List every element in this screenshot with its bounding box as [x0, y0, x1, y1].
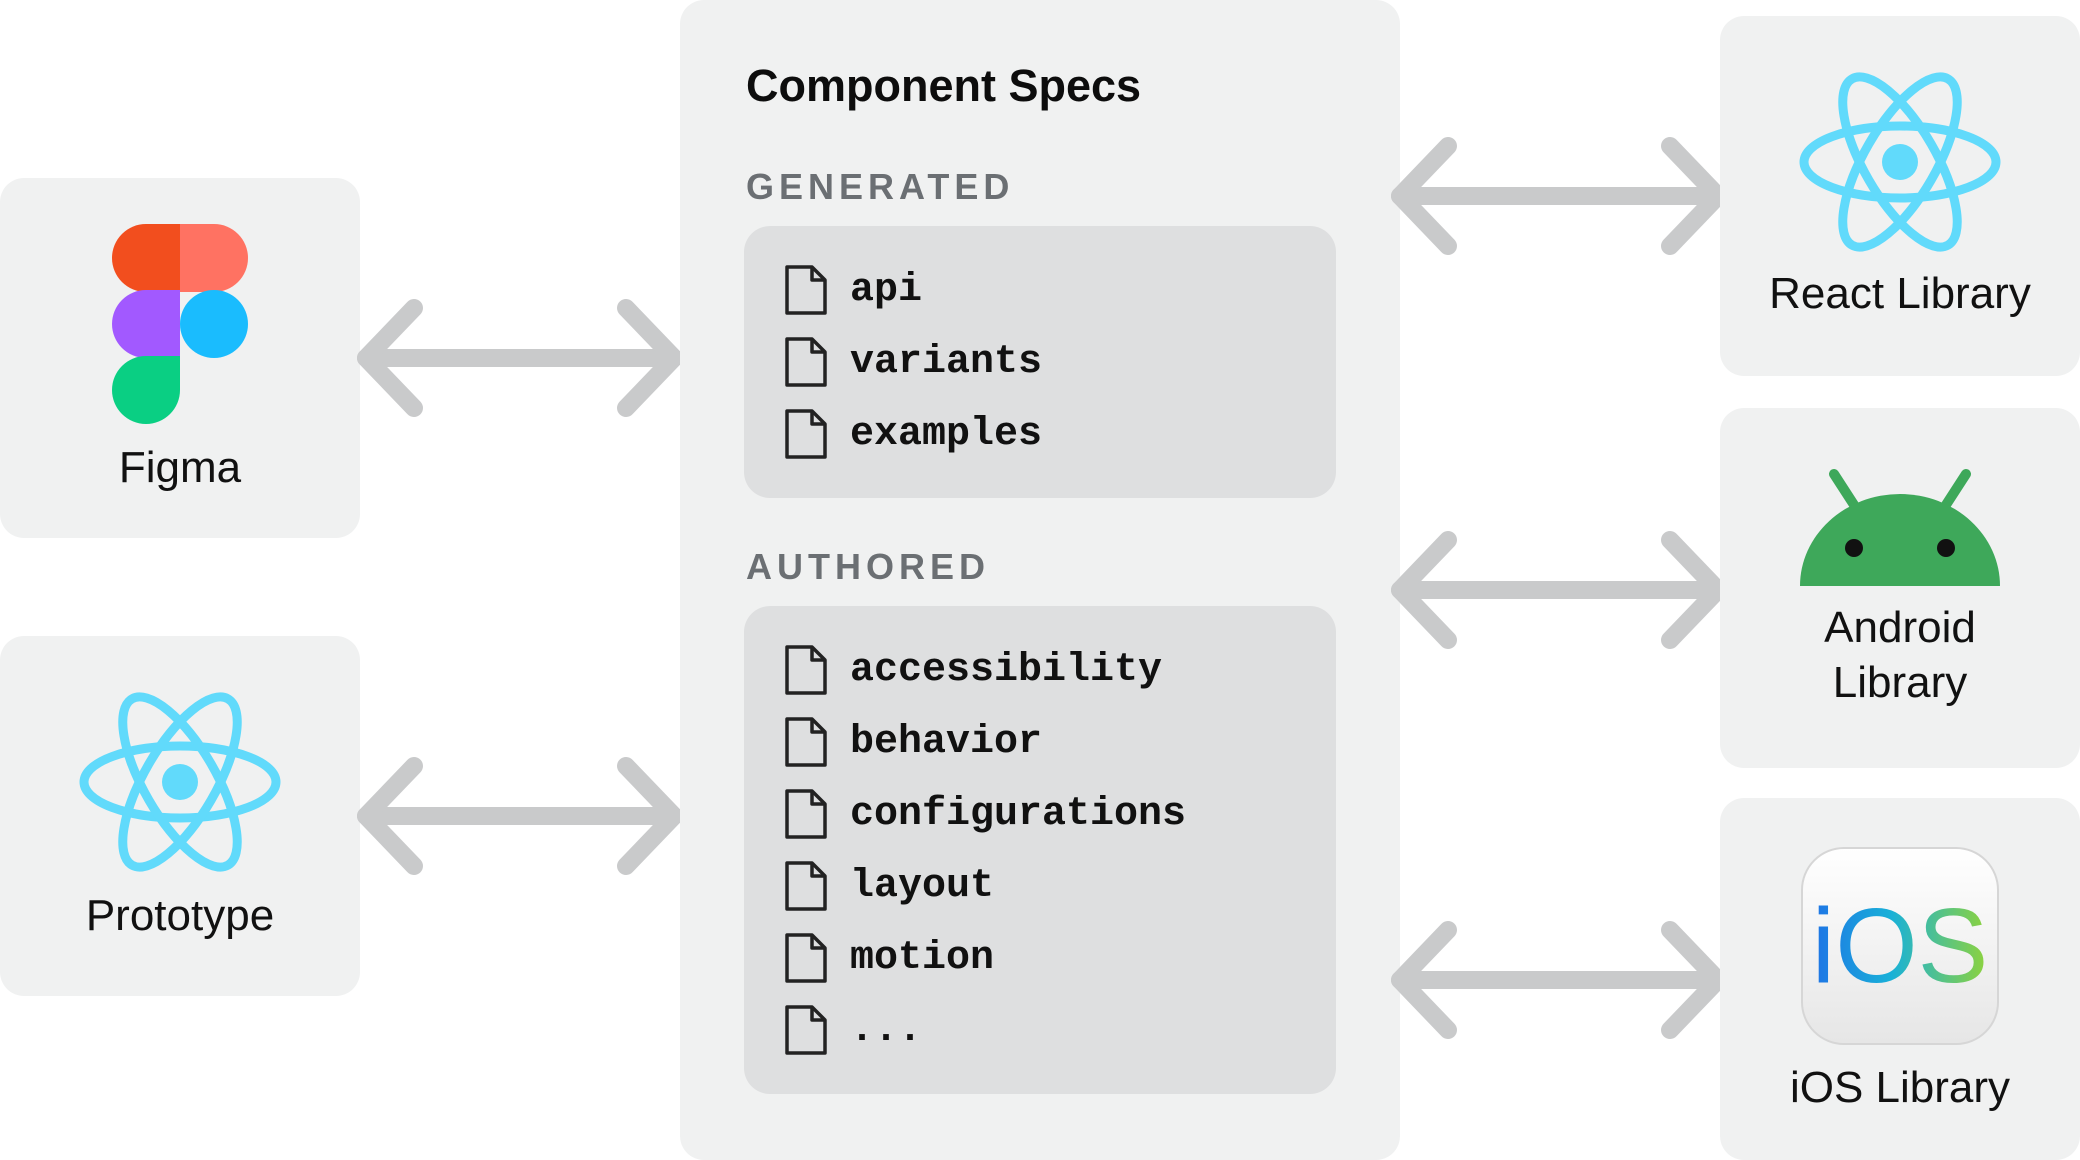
file-icon — [785, 861, 827, 911]
file-icon — [785, 717, 827, 767]
android-library-label: Android Library — [1720, 600, 2080, 710]
authored-section-label: AUTHORED — [746, 546, 990, 587]
specs-title: Component Specs — [746, 60, 1142, 111]
file-name: behavior — [850, 719, 1043, 765]
figma-card: Figma — [0, 178, 360, 538]
file-icon — [785, 265, 827, 315]
react-logo-icon — [79, 692, 281, 872]
generated-files-box: api variants examples — [744, 226, 1336, 498]
file-item[interactable]: layout — [784, 858, 994, 914]
file-name: ... — [850, 1007, 923, 1053]
prototype-label: Prototype — [85, 891, 275, 940]
android-label-line2: Library — [1832, 658, 1968, 707]
react-library-label: React Library — [1769, 269, 2031, 318]
file-name: variants — [850, 339, 1043, 385]
file-item[interactable]: examples — [784, 406, 1042, 462]
specs-android-arrow — [1391, 531, 1727, 649]
specs-ios-arrow — [1391, 921, 1727, 1039]
android-library-card: Android Library — [1720, 408, 2080, 768]
file-name: api — [850, 267, 923, 313]
android-label-line1: Android — [1824, 603, 1976, 652]
file-name: layout — [850, 863, 995, 909]
file-item[interactable]: api — [784, 262, 922, 318]
file-icon — [785, 645, 827, 695]
file-item[interactable]: accessibility — [784, 642, 1162, 698]
file-name: examples — [850, 411, 1043, 457]
figma-specs-arrow — [357, 299, 683, 417]
specs-react-arrow — [1391, 137, 1727, 255]
file-item[interactable]: configurations — [784, 786, 1186, 842]
ios-logo-text: iOS — [1812, 887, 1989, 1005]
file-icon — [785, 933, 827, 983]
figma-label: Figma — [118, 443, 242, 492]
file-name: motion — [850, 935, 995, 981]
authored-files-box: accessibility behavior configurations la… — [744, 606, 1336, 1094]
file-icon — [785, 337, 827, 387]
react-logo-icon — [1799, 72, 2001, 252]
file-icon — [785, 789, 827, 839]
file-name: accessibility — [850, 647, 1163, 693]
file-item[interactable]: ... — [784, 1002, 922, 1058]
ios-library-label: iOS Library — [1789, 1063, 2011, 1112]
file-name: configurations — [850, 791, 1187, 837]
ios-logo-icon: iOS — [1801, 847, 1999, 1045]
react-library-card: React Library — [1720, 16, 2080, 376]
android-logo-icon — [1800, 469, 2000, 586]
component-specs-card: Component Specs GENERATED api variants e… — [680, 0, 1400, 1160]
file-icon — [785, 1005, 827, 1055]
ios-library-card: iOS iOS Library — [1720, 798, 2080, 1160]
prototype-card: Prototype — [0, 636, 360, 996]
file-item[interactable]: motion — [784, 930, 994, 986]
file-item[interactable]: behavior — [784, 714, 1042, 770]
generated-section-label: GENERATED — [746, 166, 1015, 207]
prototype-specs-arrow — [357, 757, 683, 875]
figma-logo-icon — [112, 224, 248, 424]
file-icon — [785, 409, 827, 459]
file-item[interactable]: variants — [784, 334, 1042, 390]
